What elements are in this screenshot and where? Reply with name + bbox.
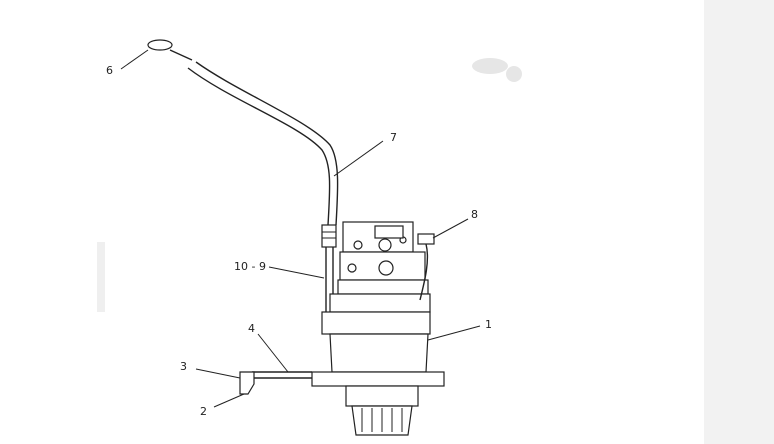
- scan-smudge: [97, 58, 522, 312]
- callout-2: 2: [200, 405, 207, 418]
- fitting: [417, 233, 435, 301]
- hose-assembly: [187, 61, 339, 315]
- callout-6: 6: [106, 64, 113, 77]
- callout-1: 1: [485, 318, 492, 331]
- leader-lines: [120, 49, 481, 408]
- callout-8: 8: [471, 208, 478, 221]
- side-panel: [704, 0, 774, 444]
- callout-7: 7: [390, 131, 397, 144]
- drain-tube: [239, 371, 312, 395]
- callout-4: 4: [248, 322, 255, 335]
- swing-motor-body: [311, 221, 445, 436]
- callout-10-9: 10 - 9: [234, 260, 266, 273]
- callout-3: 3: [180, 360, 187, 373]
- hose-loop-end: [147, 39, 193, 61]
